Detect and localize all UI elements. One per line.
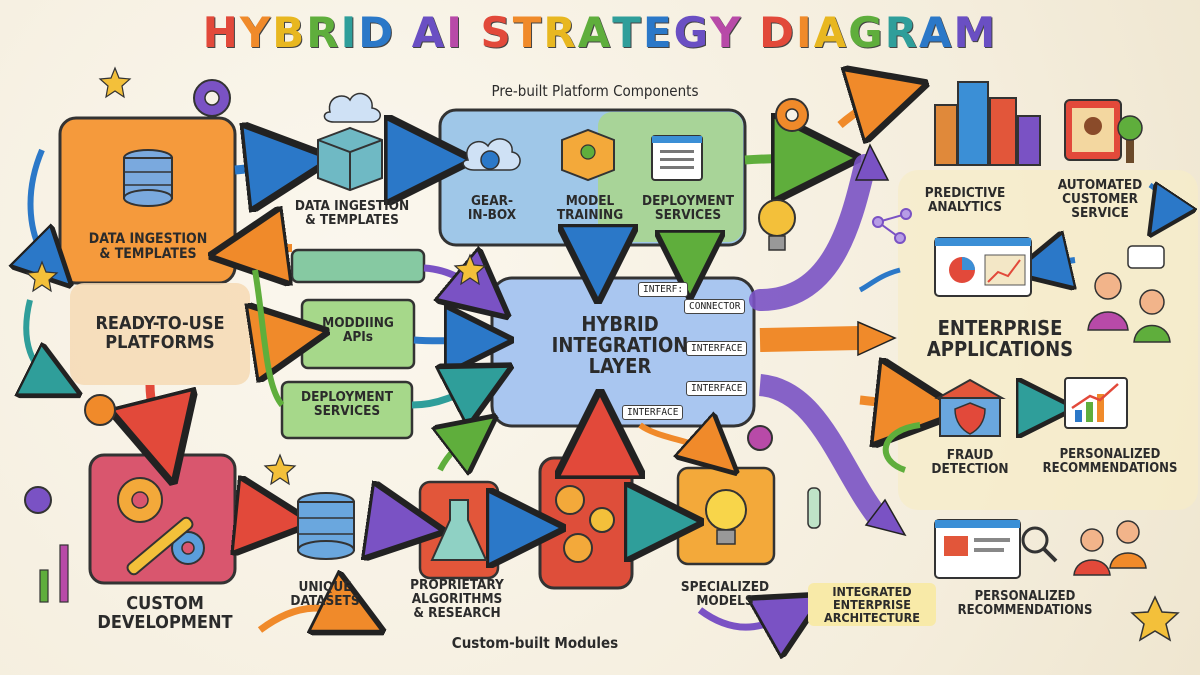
model-training-icon bbox=[561, 128, 615, 182]
gears-wrench-icon bbox=[117, 477, 205, 576]
test-tube-icon bbox=[59, 544, 69, 603]
growth-chart-icon bbox=[1064, 377, 1128, 429]
title-letter: Y bbox=[710, 8, 743, 57]
title-letter: A bbox=[577, 8, 613, 57]
deployment-services-box bbox=[280, 380, 414, 440]
interface-tag: INTERFACE bbox=[686, 381, 748, 396]
people-icon bbox=[1087, 245, 1171, 343]
recommendation-screen-icon bbox=[934, 519, 1147, 579]
fraud-detection-label: FRAUD DETECTION bbox=[931, 447, 1009, 478]
personalized-recommendations-label-2: PERSONALIZED RECOMMENDATIONS bbox=[957, 589, 1093, 618]
customer-service-icon bbox=[1064, 99, 1143, 163]
flask-icon bbox=[430, 499, 488, 561]
gear-icon bbox=[24, 486, 52, 514]
gear-icon bbox=[84, 394, 116, 426]
title-letter: T bbox=[612, 8, 643, 57]
platform-components-header: Pre-built Platform Components bbox=[491, 82, 699, 100]
research-gears-icon bbox=[555, 485, 615, 563]
data-ingestion-label: DATA INGESTION & TEMPLATES bbox=[88, 231, 208, 262]
diagram-title: HYBRID AI STRATEGY DIAGRAM bbox=[0, 8, 1200, 57]
title-letter: D bbox=[759, 8, 797, 57]
model-training-label: MODEL TRAINING bbox=[556, 193, 624, 224]
title-letter: I bbox=[446, 8, 464, 57]
dashboard-icon bbox=[934, 237, 1032, 297]
custom-built-modules-label: Custom-built Modules bbox=[451, 634, 619, 652]
deployment-services-mid-label: DEPLOYMENT SERVICES bbox=[300, 389, 393, 420]
title-letter: H bbox=[202, 8, 240, 57]
ready-to-use-label: READY-TO-USE PLATFORMS bbox=[95, 313, 225, 353]
buildings-icon bbox=[934, 81, 1041, 166]
title-letter: Y bbox=[239, 8, 273, 57]
gear-in-box-label: GEAR- IN-BOX bbox=[467, 193, 517, 224]
research-modules-tile bbox=[538, 456, 634, 590]
data-box-icon bbox=[317, 92, 383, 192]
modding-apis-label: MODDIING APIs bbox=[322, 315, 394, 346]
title-letter: R bbox=[543, 8, 578, 57]
star-icon bbox=[263, 453, 297, 486]
hub-title: HYBRID INTEGRATION LAYER bbox=[551, 312, 689, 378]
lightbulb-icon bbox=[758, 199, 796, 251]
test-tube-icon bbox=[807, 487, 821, 529]
personalized-recommendations-label: PERSONALIZED RECOMMENDATIONS bbox=[1042, 447, 1178, 476]
automated-service-label: AUTOMATED CUSTOMER SERVICE bbox=[1057, 177, 1143, 222]
star-icon bbox=[98, 66, 132, 99]
title-letter: R bbox=[306, 8, 341, 57]
star-icon bbox=[453, 253, 487, 286]
interface-tag: INTERFACE bbox=[686, 341, 748, 356]
star-icon bbox=[25, 260, 59, 293]
integrated-architecture-label: INTEGRATED ENTERPRISE ARCHITECTURE bbox=[808, 583, 936, 627]
deployment-services-top-label: DEPLOYMENT SERVICES bbox=[641, 193, 734, 224]
unique-datasets-label: UNIQUE DATASETS bbox=[290, 579, 360, 610]
interface-tag: INTERFACE bbox=[622, 405, 684, 420]
title-letter: T bbox=[512, 8, 544, 57]
title-letter: B bbox=[272, 8, 307, 57]
title-letter: A bbox=[411, 8, 447, 57]
connector-tag: CONNECTOR bbox=[684, 299, 746, 314]
network-icon bbox=[872, 208, 912, 244]
deployment-screen-icon bbox=[651, 135, 703, 181]
specialized-bulb-icon bbox=[705, 489, 747, 545]
specialized-models-label: SPECIALIZED MODELS bbox=[680, 579, 770, 610]
enterprise-applications-label: ENTERPRISE APPLICATIONS bbox=[926, 316, 1074, 361]
datasets-icon bbox=[297, 492, 355, 560]
title-letter: A bbox=[919, 8, 954, 57]
gear-in-box-icon bbox=[462, 138, 521, 171]
custom-development-label: CUSTOM DEVELOPMENT bbox=[97, 593, 233, 633]
title-letter: G bbox=[673, 8, 711, 57]
title-letter: A bbox=[813, 8, 849, 57]
star-icon bbox=[1130, 595, 1180, 642]
database-icon bbox=[123, 149, 173, 207]
test-tube-icon bbox=[39, 569, 49, 603]
data-ingestion-top-label: DATA INGESTION & TEMPLATES bbox=[294, 198, 410, 229]
gear-icon bbox=[747, 425, 773, 451]
fraud-shield-icon bbox=[934, 378, 1006, 437]
title-letter: D bbox=[358, 8, 396, 57]
title-letter: R bbox=[884, 8, 920, 57]
custom-development-tile bbox=[88, 453, 237, 585]
title-letter: S bbox=[480, 8, 513, 57]
title-letter: M bbox=[953, 8, 998, 57]
title-letter: I bbox=[340, 8, 359, 57]
title-letter: I bbox=[796, 8, 814, 57]
predictive-analytics-label: PREDICTIVE ANALYTICS bbox=[924, 185, 1006, 216]
proprietary-label: PROPRIETARY ALGORITHMS & RESEARCH bbox=[410, 577, 504, 622]
pipeline-box bbox=[290, 248, 426, 284]
title-letter: E bbox=[642, 8, 674, 57]
title-letter: G bbox=[848, 8, 885, 57]
interface-tag: INTERF: bbox=[638, 282, 689, 297]
